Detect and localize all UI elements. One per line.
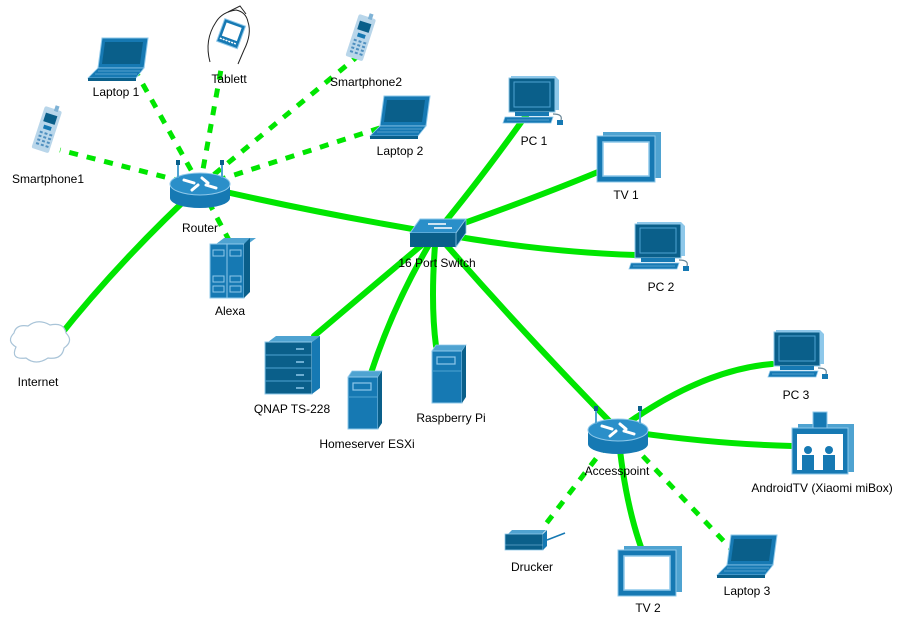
node-label: PC 1 — [521, 134, 548, 148]
node-label: Accesspoint — [585, 464, 650, 478]
media-box-icon — [791, 411, 854, 475]
node-accesspoint[interactable]: Accesspoint — [585, 404, 650, 478]
node-label: Laptop 2 — [377, 144, 424, 158]
node-label: Internet — [18, 375, 59, 389]
link-switch-homeserver-wired — [368, 230, 439, 376]
tower-server-icon — [431, 344, 467, 404]
node-internet[interactable]: Internet — [9, 321, 71, 389]
node-smartphone1[interactable]: Smartphone1 — [12, 102, 84, 186]
wireless-router-icon — [586, 404, 650, 456]
node-pc3[interactable]: PC 3 — [767, 329, 829, 402]
link-accesspoint-pc3-wired — [615, 361, 775, 433]
link-switch-qnap-wired — [311, 230, 439, 339]
server-rack-icon — [209, 238, 256, 299]
node-label: Raspberry Pi — [416, 411, 485, 425]
pc-icon — [767, 329, 829, 380]
switch-icon — [409, 218, 467, 248]
node-laptop2[interactable]: Laptop 2 — [369, 95, 431, 158]
node-smartphone2[interactable]: Smartphone2 — [330, 10, 402, 89]
node-tv2[interactable]: TV 2 — [617, 545, 683, 615]
tablet-hand-icon — [207, 5, 250, 65]
tv-icon — [596, 131, 662, 183]
node-switch[interactable]: 16 Port Switch — [398, 218, 476, 270]
node-drucker[interactable]: Drucker — [504, 530, 566, 574]
node-label: Smartphone1 — [12, 172, 84, 186]
laptop-icon — [369, 95, 431, 140]
node-label: PC 2 — [648, 280, 675, 294]
node-router[interactable]: Router — [168, 158, 232, 235]
laptop-icon — [716, 534, 778, 579]
pc-icon — [502, 75, 564, 126]
node-qnap[interactable]: QNAP TS-228 — [254, 336, 331, 416]
node-label: Tablett — [211, 72, 247, 86]
node-label: Alexa — [215, 304, 245, 318]
node-label: TV 2 — [635, 601, 661, 615]
node-label: AndroidTV (Xiaomi miBox) — [751, 481, 892, 495]
link-switch-accesspoint-wired — [433, 230, 621, 433]
node-label: Smartphone2 — [330, 75, 402, 89]
node-label: QNAP TS-228 — [254, 402, 331, 416]
node-pc2[interactable]: PC 2 — [628, 221, 690, 294]
link-switch-pc2-wired — [433, 230, 639, 258]
link-router-tablett-wireless — [197, 63, 225, 187]
cloud-icon — [9, 321, 71, 363]
node-label: Drucker — [511, 560, 553, 574]
node-label: TV 1 — [613, 188, 639, 202]
nas-icon — [264, 336, 320, 395]
node-label: Laptop 3 — [724, 584, 771, 598]
link-router-smartphone2-wireless — [198, 54, 360, 188]
node-homeserver[interactable]: Homeserver ESXi — [319, 370, 415, 451]
router-icon — [168, 158, 232, 210]
node-laptop3[interactable]: Laptop 3 — [716, 534, 778, 598]
node-pc1[interactable]: PC 1 — [502, 75, 564, 148]
pc-icon — [628, 221, 690, 272]
node-tablett[interactable]: Tablett — [207, 5, 250, 86]
node-androidtv[interactable]: AndroidTV (Xiaomi miBox) — [751, 411, 893, 495]
node-label: PC 3 — [783, 388, 810, 402]
link-router-switch-wired — [197, 183, 439, 236]
links-layer — [55, 54, 795, 556]
laptop-icon — [87, 37, 149, 82]
link-router-internet-wired — [55, 183, 203, 341]
node-label: Homeserver ESXi — [319, 437, 414, 451]
node-label: Laptop 1 — [93, 85, 140, 99]
node-label: 16 Port Switch — [398, 256, 475, 270]
smartphone-icon — [31, 102, 64, 154]
node-raspberry[interactable]: Raspberry Pi — [416, 344, 486, 425]
node-tv1[interactable]: TV 1 — [596, 131, 662, 202]
printer-icon — [504, 530, 566, 551]
tower-server-icon — [347, 370, 383, 430]
node-laptop1[interactable]: Laptop 1 — [87, 37, 149, 99]
link-router-laptop2-wireless — [199, 123, 387, 189]
node-alexa[interactable]: Alexa — [209, 238, 256, 318]
link-switch-raspberry-wired — [430, 230, 439, 349]
node-label: Router — [182, 221, 218, 235]
nodes-layer: Internet Laptop 1 Tablett Smartphone1 — [9, 5, 893, 615]
smartphone-icon — [345, 10, 378, 62]
link-router-laptop1-wireless — [133, 70, 203, 188]
tv-icon — [617, 545, 683, 597]
